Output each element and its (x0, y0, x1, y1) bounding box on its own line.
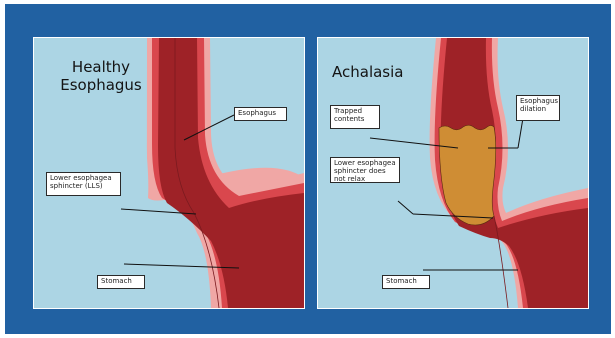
esophagus-dilation-label: Esophagus dilation (516, 95, 560, 121)
dilation-leader-line (518, 118, 523, 148)
esophagus-label: Esophagus (234, 107, 287, 121)
healthy-title: Healthy Esophagus (56, 58, 146, 94)
stomach-label: Stomach (382, 275, 430, 289)
achalasia-title: Achalasia (332, 63, 402, 81)
stomach-label: Stomach (97, 275, 145, 289)
achalasia-panel: Achalasia Trapped contents Esophagus dil… (317, 37, 589, 309)
healthy-panel: Healthy Esophagus Esophagus Lower esopha… (33, 37, 305, 309)
sphincter-label: Lower esophagea sphincter (LLS) (46, 172, 121, 196)
sphincter-leader-line (398, 201, 413, 214)
trapped-contents-label: Trapped contents (330, 105, 380, 129)
sphincter-not-relax-label: Lower esophagea sphincter does not relax (330, 157, 400, 183)
